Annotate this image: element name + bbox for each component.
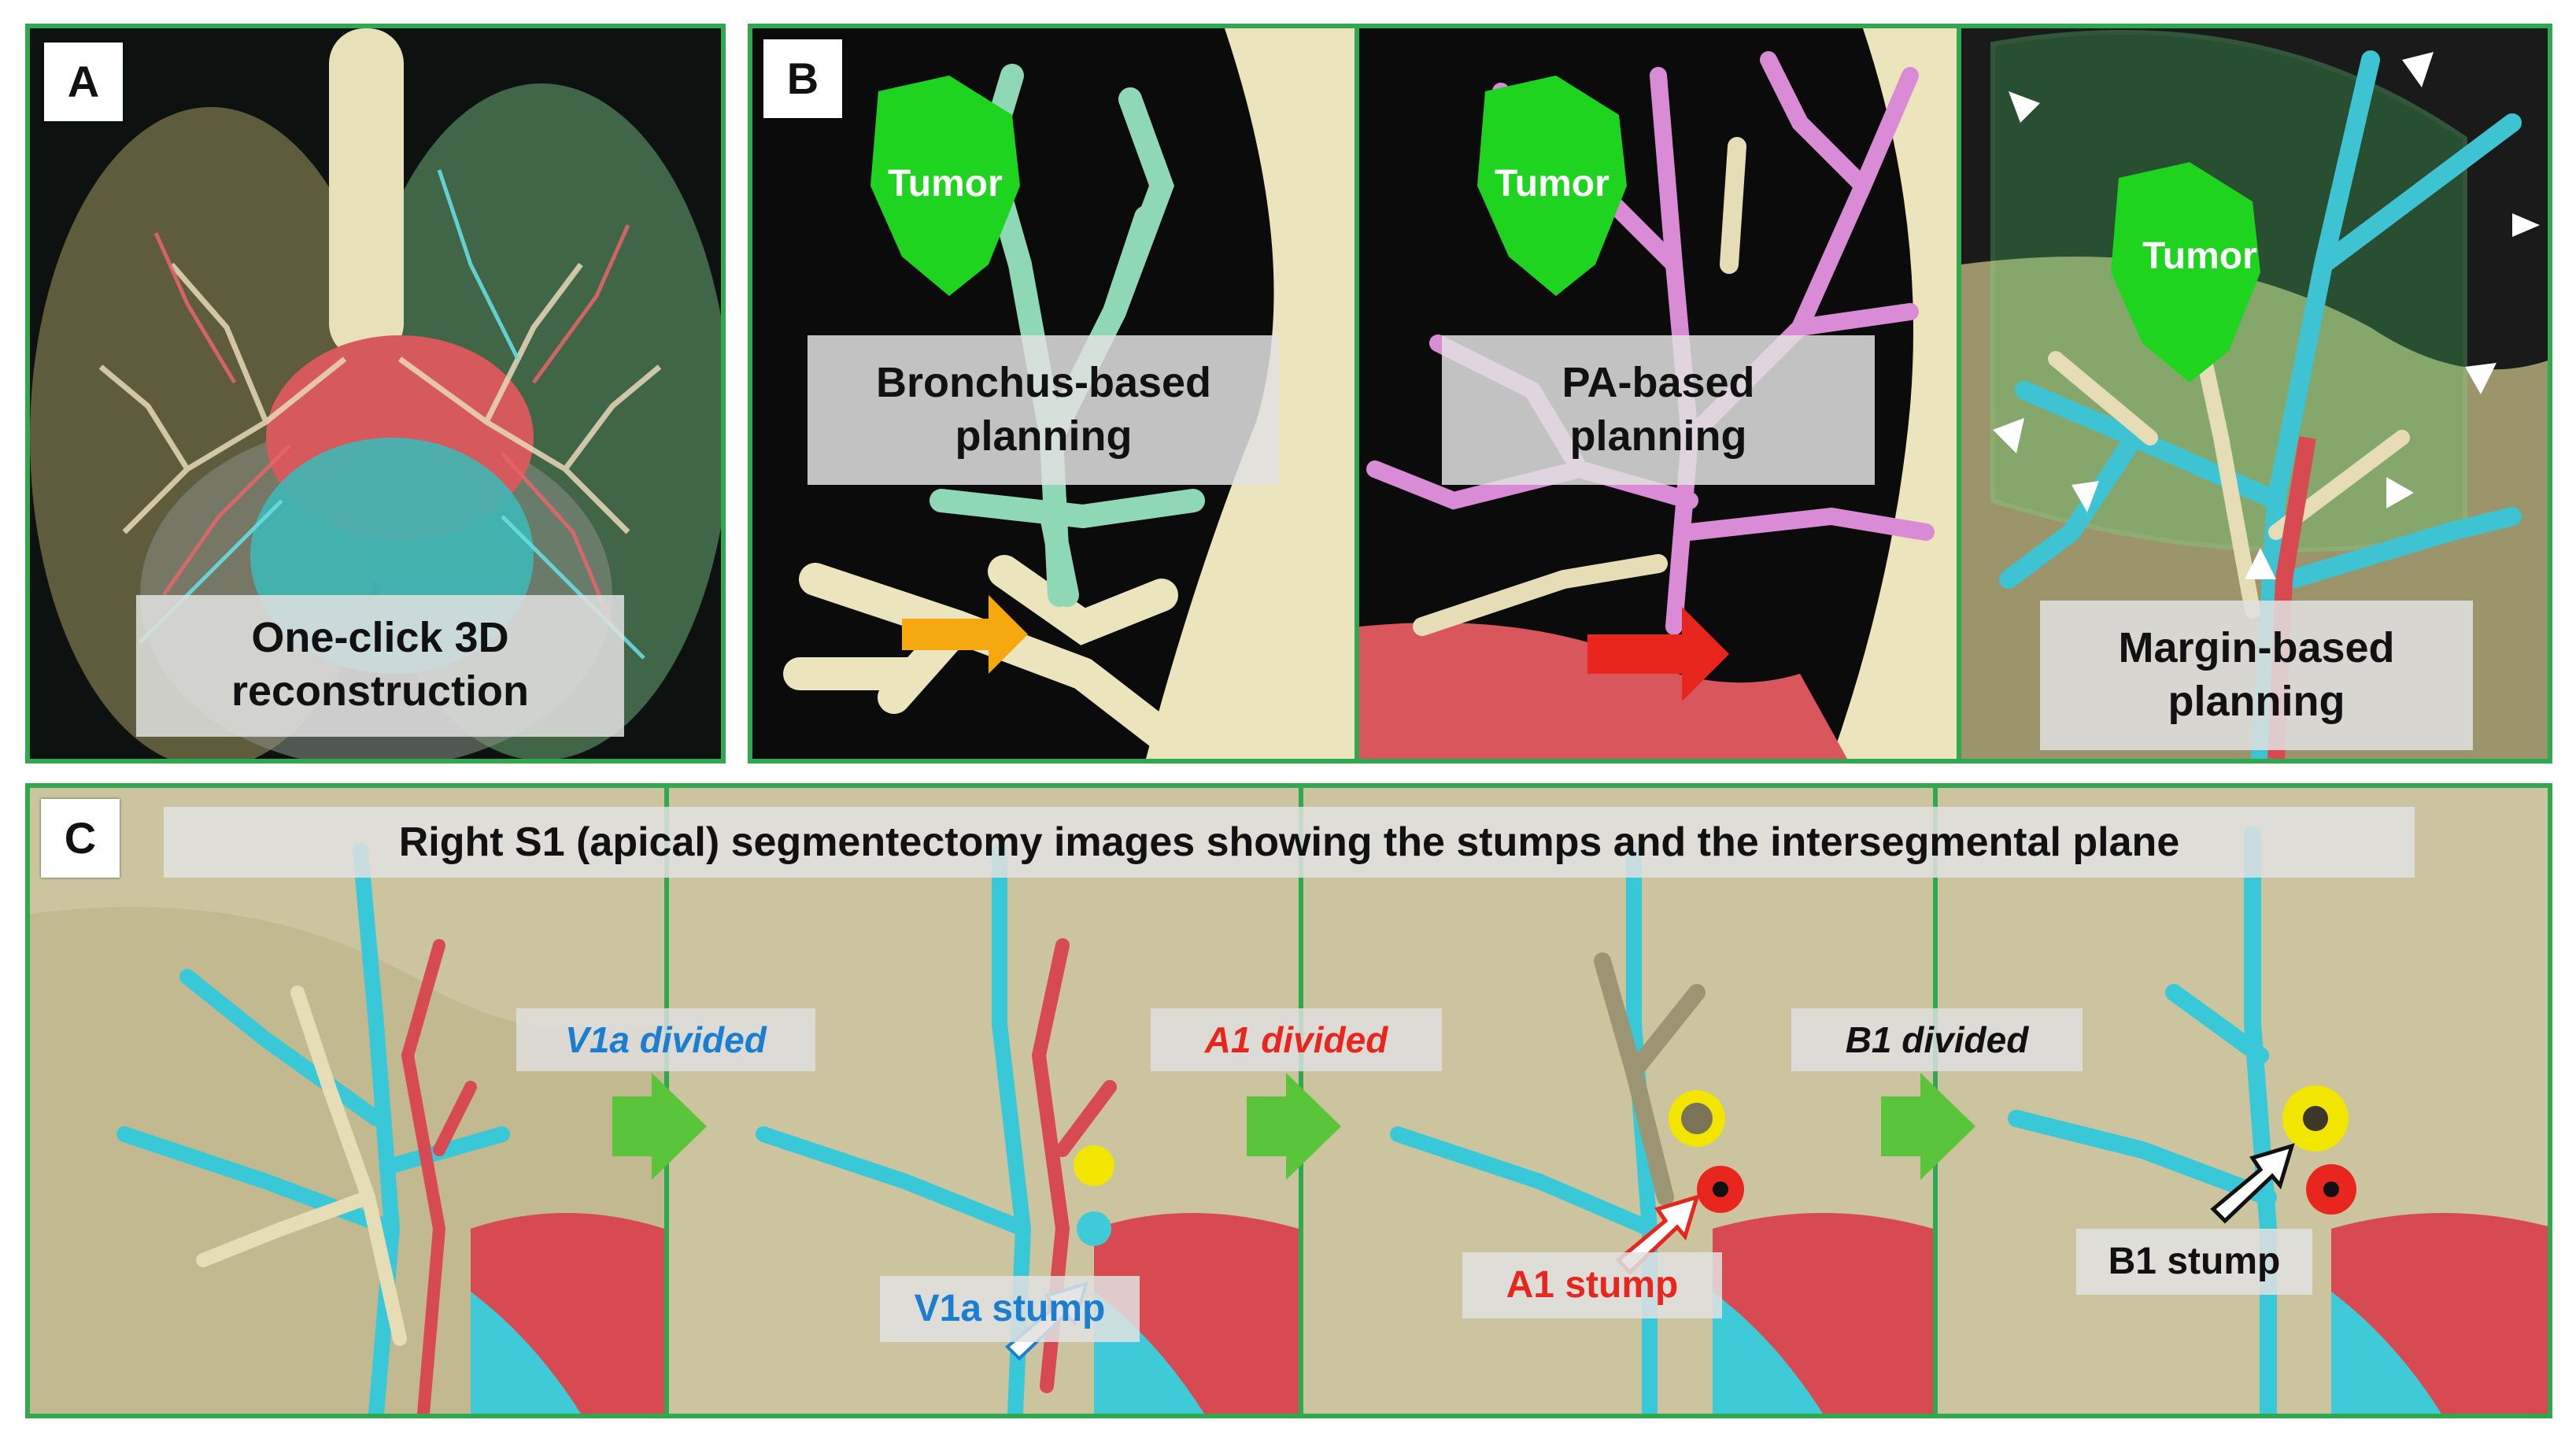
- tumor-label-margin: Tumor: [2142, 235, 2257, 277]
- panel-b-letter: B: [763, 39, 842, 118]
- a1-divided-label: A1 divided: [1151, 1008, 1442, 1071]
- pa-planning-caption: PA-based planning: [1442, 335, 1875, 485]
- step1-render: [30, 788, 664, 1414]
- pa-caption-line2: planning: [1569, 412, 1747, 460]
- panel-a-letter: A: [44, 43, 123, 121]
- panel-c-title: Right S1 (apical) segmentectomy images s…: [164, 807, 2415, 878]
- v1a-divided-label: V1a divided: [516, 1008, 815, 1071]
- panel-c-step4: [1933, 788, 2548, 1414]
- bronchus-caption-line1: Bronchus-based: [875, 359, 1212, 406]
- panel-c-step3: [1299, 788, 1933, 1414]
- panel-b-pa-view: Tumor PA-based planning: [1355, 28, 1957, 759]
- bronchus-planning-caption: Bronchus-based planning: [808, 335, 1280, 485]
- panel-a-caption-line1: One-click 3D: [251, 614, 509, 661]
- panel-a-caption-line2: reconstruction: [231, 667, 530, 715]
- panel-b-margin-view: Tumor Margin-based planning: [1957, 28, 2548, 759]
- tumor-label-pa: Tumor: [1495, 163, 1610, 205]
- step3-render: [1303, 788, 1933, 1414]
- panel-a-caption: One-click 3D reconstruction: [136, 595, 624, 737]
- v1a-stump-label: V1a stump: [880, 1276, 1140, 1342]
- margin-caption-line2: planning: [2168, 678, 2345, 725]
- panel-c-step1: [30, 788, 664, 1414]
- margin-caption-line1: Margin-based: [2118, 624, 2395, 671]
- tumor-label-bronchus: Tumor: [888, 163, 1003, 205]
- panel-a: A One-click 3D reconstruction: [25, 24, 726, 764]
- pa-caption-line1: PA-based: [1561, 359, 1755, 406]
- b1-divided-label: B1 divided: [1791, 1008, 2083, 1071]
- step4-render: [1938, 788, 2548, 1414]
- b1-stump-label: B1 stump: [2076, 1229, 2312, 1295]
- panel-b-bronchus-view: Tumor Bronchus-based planning: [752, 28, 1355, 759]
- panel-c: C Right S1 (apical) segmentectomy images…: [25, 783, 2552, 1418]
- margin-planning-caption: Margin-based planning: [2040, 601, 2473, 750]
- a1-stump-label: A1 stump: [1462, 1252, 1722, 1318]
- bronchus-caption-line2: planning: [955, 412, 1133, 460]
- panel-c-letter: C: [41, 799, 120, 878]
- panel-b: Tumor Bronchus-based planning: [748, 24, 2552, 764]
